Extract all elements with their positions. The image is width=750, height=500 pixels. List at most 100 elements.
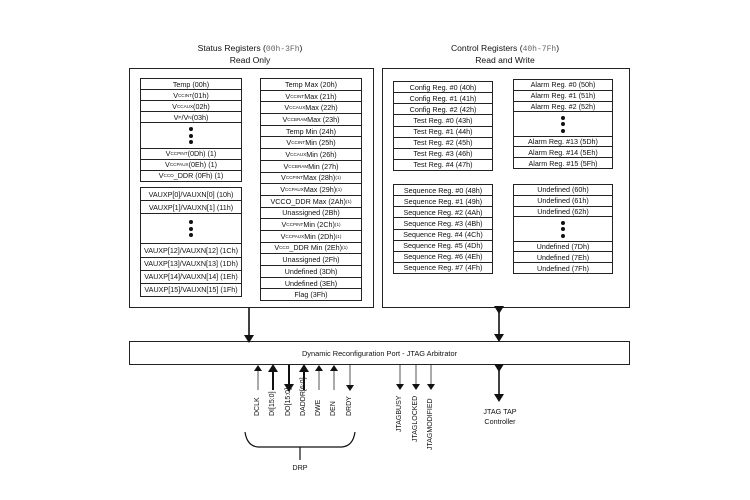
register-label: Undefined (62h) (537, 206, 589, 216)
register-cell: Undefined (7Eh) (514, 252, 612, 264)
register-label-sup: (1) (336, 187, 342, 193)
register-cell: Unassigned (2Fh) (261, 254, 361, 266)
register-label-sub2: N (188, 114, 192, 120)
control-registers-title: Control Registers (40h-7Fh) Read and Wri… (450, 43, 560, 65)
status-subtitle: Read Only (229, 55, 271, 65)
register-label: Sequence Reg. #4 (4Ch) (403, 230, 483, 240)
register-label-sub: CCPAUX (169, 162, 189, 168)
register-label-tail: Max (22h) (305, 103, 338, 113)
register-cell: VAUXP[15]/VAUXN[15] (1Fh) (141, 284, 241, 296)
drp-signal-label: DO[15:0] (285, 387, 292, 416)
register-label: Test Reg. #4 (47h) (413, 160, 473, 170)
register-label-base: VAUXP[1]/VAUXN[1] (11h) (148, 202, 234, 212)
ellipsis-dots-icon (141, 214, 241, 245)
register-cell: Test Reg. #0 (43h) (394, 115, 492, 127)
register-cell: Alarm Reg. #13 (5Dh) (514, 137, 612, 148)
register-label: Sequence Reg. #3 (4Bh) (403, 218, 483, 228)
register-label-base: V (165, 149, 171, 159)
register-cell: Temp Min (24h) (261, 126, 361, 138)
register-cell: VAUXP[1]/VAUXN[1] (11h) (141, 201, 241, 215)
status-registers-title: Status Registers (00h-3Fh) Read Only (197, 43, 303, 65)
register-cell: Test Reg. #3 (46h) (394, 149, 492, 160)
ellipsis-dots-icon (514, 217, 612, 242)
register-cell: Test Reg. #4 (47h) (394, 160, 492, 170)
register-label-sup: (1) (342, 245, 348, 251)
register-cell: Alarm Reg. #2 (52h) (514, 102, 612, 113)
register-label-sub: CCINT (290, 93, 305, 99)
register-cell: Test Reg. #2 (45h) (394, 138, 492, 149)
register-cell: Temp Max (20h) (261, 79, 361, 91)
drp-signal-label: DI[15:0] (269, 391, 276, 416)
register-label-base: Flag (3Fh) (294, 290, 328, 300)
dot-icon (189, 226, 193, 231)
register-label-base: VCCO_DDR Max (2Ah) (270, 196, 346, 206)
register-label-base: V (172, 101, 177, 111)
register-label-tail: Max (29h) (303, 185, 337, 195)
jtag-tap-controller-label: JTAG TAP Controller (470, 407, 530, 427)
register-label-tail: Max (28h) (302, 173, 336, 183)
register-label-tail: /V (181, 112, 189, 122)
dot-icon (561, 128, 565, 133)
register-cell: Undefined (60h) (514, 185, 612, 196)
register-label: Sequence Reg. #7 (4Fh) (403, 263, 483, 273)
register-label: Test Reg. #3 (46h) (413, 149, 473, 159)
register-label: Test Reg. #1 (44h) (413, 127, 473, 137)
register-label-tail: Min (27h) (308, 161, 339, 171)
register-cell: Sequence Reg. #1 (49h) (394, 196, 492, 208)
jtag-signal-label: JTAGBUSY (396, 395, 403, 432)
register-label-base: V (281, 220, 287, 230)
register-label-tail: _DDR (0Fh) (1) (173, 171, 224, 181)
ellipsis-dots-icon (514, 112, 612, 137)
register-label: Config Reg. #2 (42h) (409, 104, 477, 114)
register-cell: Flag (3Fh) (261, 289, 361, 300)
register-label-sub: CCO (163, 173, 174, 179)
register-label-base: VAUXP[0]/VAUXN[0] (10h) (148, 189, 234, 199)
register-cell: Alarm Reg. #1 (51h) (514, 91, 612, 102)
register-cell: Sequence Reg. #7 (4Fh) (394, 263, 492, 273)
register-cell: VAUXP[12]/VAUXN[12] (1Ch) (141, 244, 241, 258)
register-label-sub: CCBRAM (287, 116, 308, 122)
register-label-base: V (173, 90, 178, 100)
register-label-sup: (1) (334, 222, 341, 228)
drp-label: DRP (292, 463, 308, 472)
dot-icon (189, 220, 193, 225)
register-label-sup: (1) (335, 233, 342, 239)
config-test-registers: Config Reg. #0 (40h)Config Reg. #1 (41h)… (393, 81, 493, 171)
register-label-sub: CCPAUX (285, 187, 304, 193)
register-label-base: V (281, 173, 286, 183)
register-cell: Sequence Reg. #6 (4Eh) (394, 252, 492, 263)
register-cell: VAUXP[0]/VAUXN[0] (10h) (141, 188, 241, 202)
register-label-tail: (0Eh) (1) (188, 160, 217, 170)
register-label-base: Unassigned (2Bh) (282, 208, 340, 218)
register-label-base: Temp Max (20h) (285, 79, 337, 89)
register-label: Undefined (60h) (537, 185, 589, 195)
register-label-base: V (285, 91, 291, 101)
register-cell: Undefined (7Dh) (514, 242, 612, 253)
drp-signal-label: DWE (315, 399, 322, 416)
register-cell: Undefined (7Fh) (514, 263, 612, 273)
register-cell: Alarm Reg. #0 (50h) (514, 80, 612, 91)
drp-signal-label: DADDR[6:0] (300, 377, 307, 416)
register-label-tail: Max (21h) (304, 91, 337, 101)
register-cell: Sequence Reg. #0 (48h) (394, 185, 492, 197)
register-label-sub: CCAUX (176, 103, 194, 109)
jtag-signal-label: JTAGMODIFIED (427, 398, 434, 450)
register-label-base: V (280, 185, 285, 195)
register-label-sub: CCPAUX (285, 233, 305, 239)
register-label-tail: (01h) (192, 90, 209, 100)
register-label-base: VAUXP[14]/VAUXN[14] (1Eh) (144, 272, 238, 282)
register-label-sub: CCAUX (290, 151, 307, 157)
jtag-tap-line2: Controller (484, 417, 516, 426)
register-label: Undefined (7Dh) (536, 242, 590, 252)
